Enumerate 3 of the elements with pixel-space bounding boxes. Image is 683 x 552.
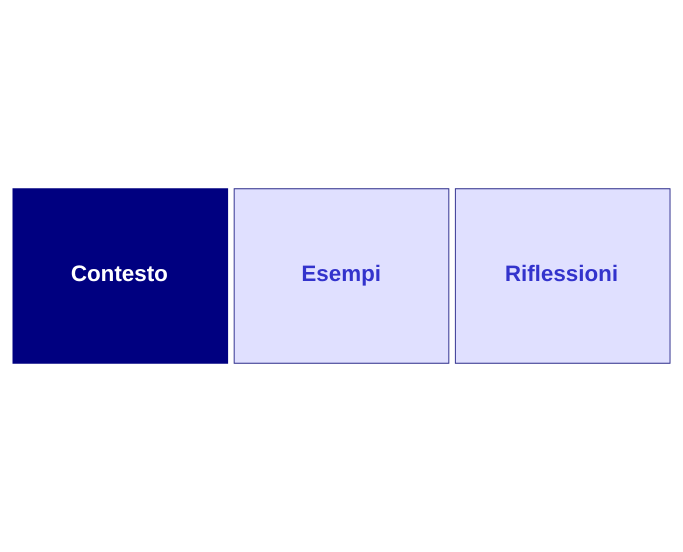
- node-box: Esempi: [234, 188, 450, 364]
- node-box: Riflessioni: [454, 188, 670, 364]
- node-box: Contesto: [12, 188, 228, 364]
